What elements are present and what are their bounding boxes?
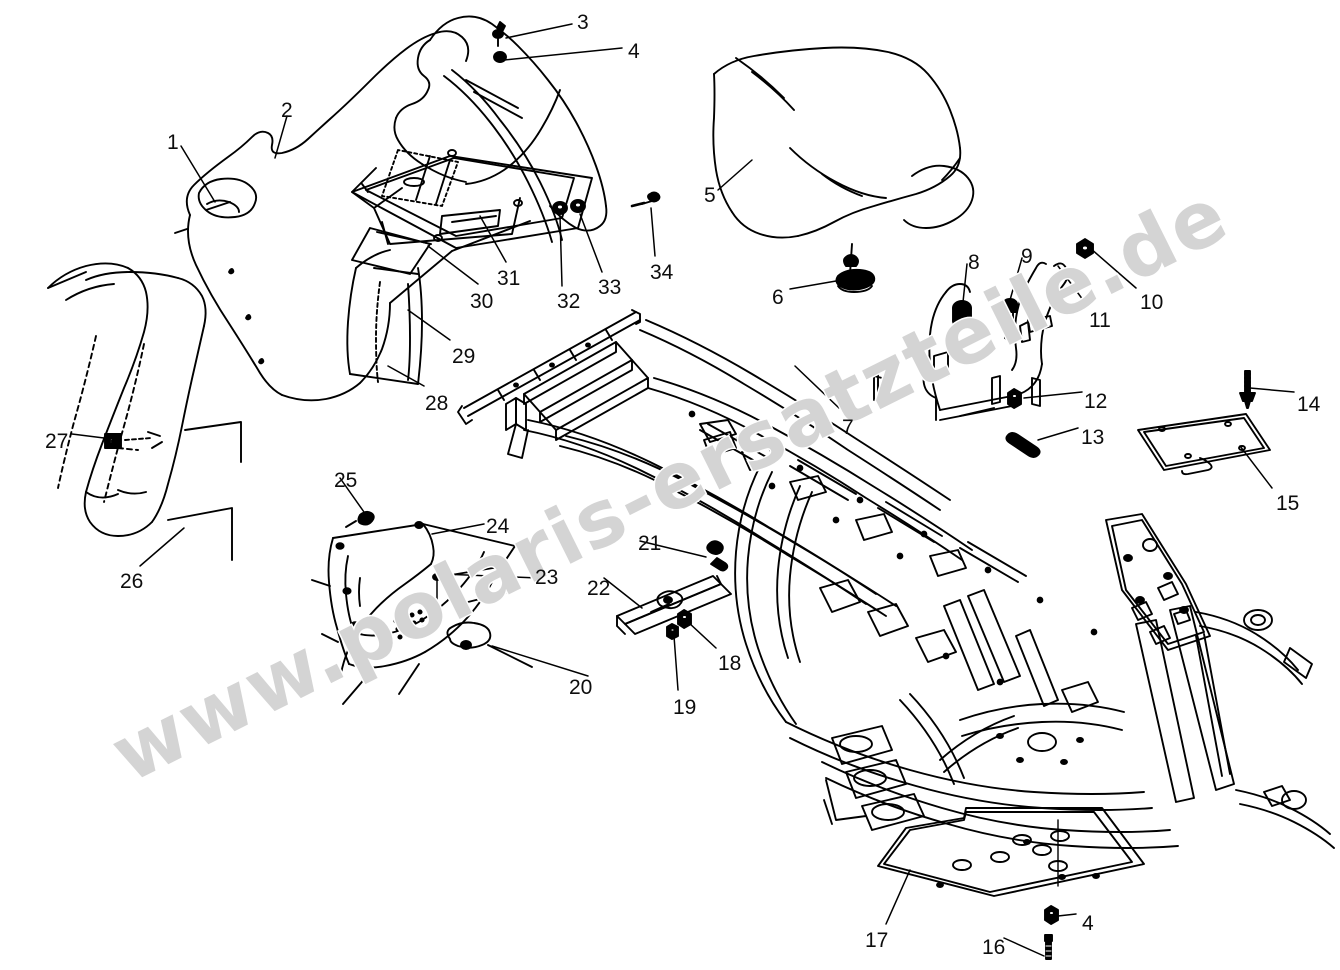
callout-34: 34 [650, 261, 674, 284]
part-screw-34 [630, 191, 661, 208]
callout-25: 25 [334, 469, 358, 492]
part-main-frame [457, 309, 1335, 849]
part-bolt-16 [1044, 934, 1053, 960]
callout-29: 29 [452, 345, 476, 368]
part-bolt-21 [706, 540, 729, 572]
callout-7: 7 [842, 416, 854, 439]
part-rear-fender-top [393, 15, 608, 243]
part-screw-25 [345, 510, 375, 528]
callout-26: 26 [120, 570, 144, 593]
callout-4-bottom: 4 [1082, 912, 1094, 935]
part-screw-14 [1239, 370, 1256, 409]
part-grommet-33 [570, 199, 586, 213]
part-grommet-32 [552, 201, 568, 215]
part-clip-27 [104, 433, 122, 449]
part-bumper-trim [47, 262, 242, 561]
part-grommet-8 [952, 300, 972, 329]
part-rear-grab-bar [873, 261, 1069, 421]
callout-1: 1 [167, 131, 179, 154]
part-washer-19 [666, 623, 679, 640]
callout-8: 8 [968, 251, 980, 274]
part-nut-18 [677, 609, 692, 629]
callout-16: 16 [982, 936, 1006, 959]
callout-20: 20 [569, 676, 593, 699]
callout-21: 21 [638, 532, 662, 555]
callout-31: 31 [497, 267, 521, 290]
callout-18: 18 [718, 652, 742, 675]
callout-23: 23 [535, 566, 559, 589]
callout-10: 10 [1140, 291, 1164, 314]
callout-11: 11 [1089, 309, 1111, 332]
callout-33: 33 [598, 276, 622, 299]
callout-32: 32 [557, 290, 581, 313]
callout-13: 13 [1081, 426, 1105, 449]
callout-15: 15 [1276, 492, 1300, 515]
callout-30: 30 [470, 290, 494, 313]
callout-14: 14 [1297, 393, 1321, 416]
callout-3: 3 [577, 11, 589, 34]
part-footwell-panel [311, 521, 516, 705]
part-pin-13 [1005, 432, 1041, 458]
callout-27: 27 [45, 430, 69, 453]
callout-6: 6 [772, 286, 784, 309]
callout-5: 5 [704, 184, 716, 207]
callout-22: 22 [587, 577, 611, 600]
callout-leader-lines [71, 23, 1295, 957]
part-seat [712, 46, 975, 275]
callout-24: 24 [486, 515, 510, 538]
callout-19: 19 [673, 696, 697, 719]
callout-12: 12 [1084, 390, 1108, 413]
part-inner-fender-liner [346, 249, 423, 385]
callout-17: 17 [865, 929, 889, 952]
callout-28: 28 [425, 392, 449, 415]
part-cover-plate-15 [1137, 413, 1271, 476]
part-rivet-23 [432, 573, 442, 616]
part-skid-plate [877, 807, 1145, 897]
part-bracket-clip-20 [446, 621, 533, 668]
part-bushing-12 [1007, 388, 1022, 409]
callout-9: 9 [1021, 245, 1033, 268]
callout-2: 2 [281, 99, 293, 122]
part-nut-4b [1044, 905, 1059, 925]
callout-4-top: 4 [628, 40, 640, 63]
part-seat-latch-knob [835, 254, 876, 293]
part-nut-10 [1076, 238, 1094, 259]
part-footrest-support-bar [616, 575, 732, 635]
